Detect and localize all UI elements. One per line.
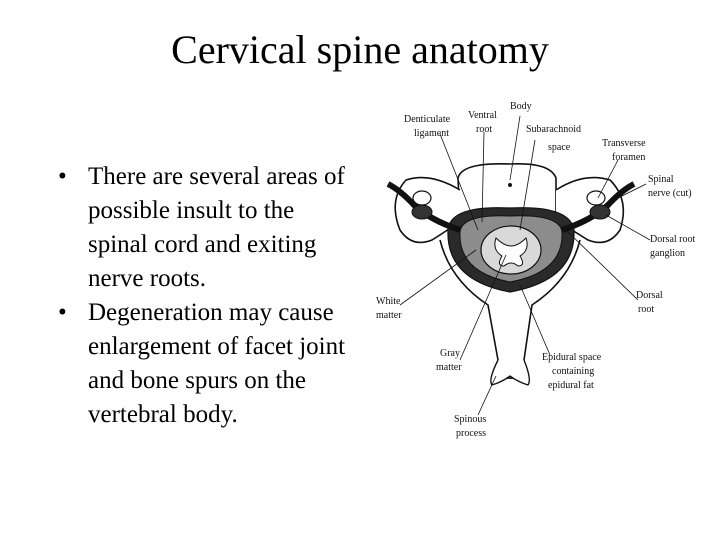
label-dorsal-root: root (638, 304, 654, 315)
label-denticulate-ligament: ligament (414, 128, 449, 139)
label-transverse-foramen: foramen (612, 152, 645, 163)
label-subarachnoid-space: space (548, 142, 571, 153)
bullet-marker: • (58, 299, 67, 326)
label-dorsal-root-ganglion: ganglion (650, 248, 685, 259)
bullet-marker: • (58, 163, 67, 190)
bullet-text: Degeneration may cause enlargement of fa… (88, 299, 346, 428)
label-dorsal-root-ganglion: Dorsal root (650, 234, 695, 245)
label-subarachnoid-space: Subarachnoid (526, 124, 581, 135)
gray-matter-shape (494, 237, 528, 267)
label-epidural-space: epidural fat (548, 380, 594, 391)
label-white-matter: White (376, 296, 401, 307)
label-gray-matter: matter (436, 362, 462, 373)
label-epidural-space: Epidural space (542, 352, 602, 363)
right-nerve-root (561, 181, 636, 233)
spinous-process (490, 359, 531, 386)
label-dorsal-root: Dorsal (636, 290, 663, 301)
label-spinous-process: process (456, 428, 486, 439)
label-transverse-foramen: Transverse (602, 138, 646, 149)
bullet-item: • There are several areas of possible in… (55, 160, 355, 296)
bullet-text: There are several areas of possible insu… (88, 163, 345, 292)
bullet-list: • There are several areas of possible in… (55, 160, 355, 432)
cervical-vertebra-diagram: Body Ventral root Denticulate ligament S… (370, 80, 715, 460)
label-gray-matter: Gray (440, 348, 460, 359)
label-ventral-root: Ventral (468, 110, 497, 121)
label-ventral-root: root (476, 124, 492, 135)
label-epidural-space: containing (552, 366, 594, 377)
slide-title: Cervical spine anatomy (171, 27, 549, 72)
right-transverse-foramen (586, 190, 606, 206)
label-spinal-nerve: nerve (cut) (648, 188, 692, 199)
label-spinous-process: Spinous (454, 414, 486, 425)
bullet-item: • Degeneration may cause enlargement of … (55, 296, 355, 432)
label-body: Body (510, 101, 532, 112)
label-denticulate-ligament: Denticulate (404, 114, 451, 125)
left-dorsal-root-ganglion (411, 204, 433, 220)
left-nerve-root (386, 181, 461, 233)
label-white-matter: matter (376, 310, 402, 321)
vertebra-illustration: Body Ventral root Denticulate ligament S… (376, 101, 695, 439)
right-dorsal-root-ganglion (589, 204, 611, 220)
label-spinal-nerve: Spinal (648, 174, 674, 185)
